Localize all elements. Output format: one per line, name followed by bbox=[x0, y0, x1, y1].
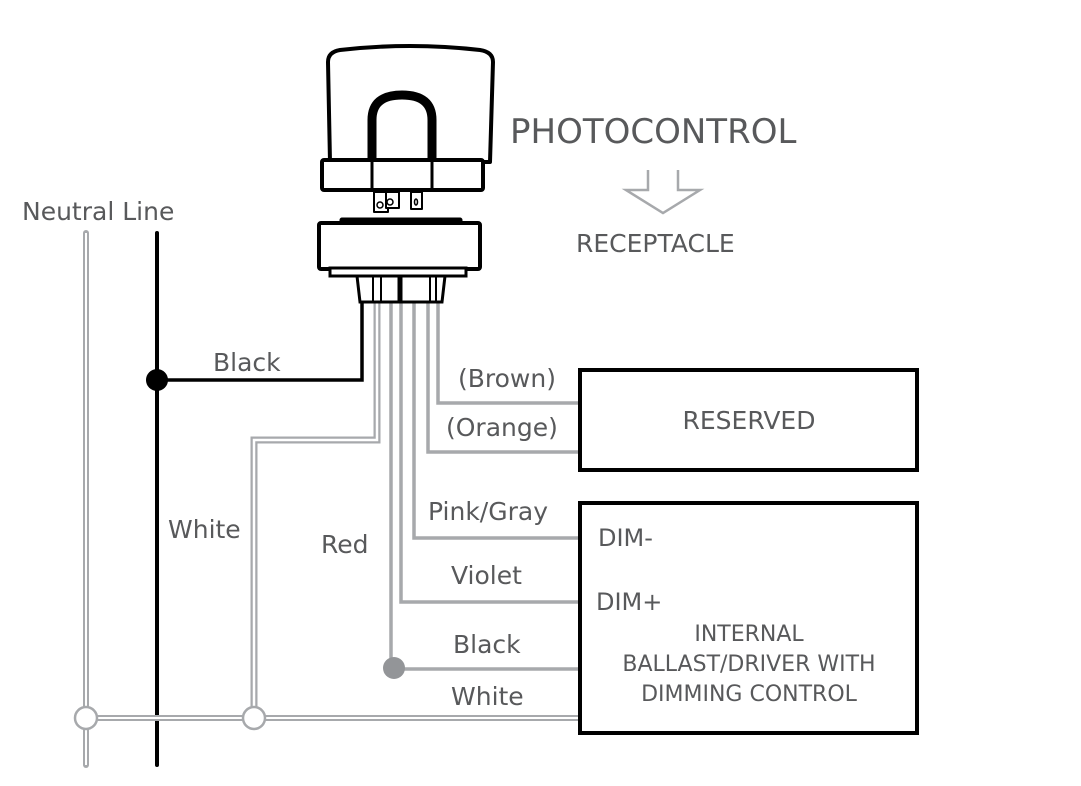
junction-dot-black bbox=[146, 369, 168, 391]
photocontrol-title: PHOTOCONTROL bbox=[510, 112, 796, 152]
violet-label: Violet bbox=[451, 561, 522, 590]
down-arrow-icon bbox=[621, 170, 705, 215]
reserved-box bbox=[578, 368, 919, 472]
violet-wire bbox=[399, 303, 580, 604]
driver-line2: BALLAST/DRIVER WITH bbox=[622, 652, 875, 677]
driver-line1: INTERNAL bbox=[694, 622, 804, 647]
junction-hollow-left bbox=[73, 705, 99, 731]
pink-gray-wire bbox=[412, 303, 580, 540]
receptacle-label: RECEPTACLE bbox=[576, 229, 735, 258]
brown-label: (Brown) bbox=[458, 364, 556, 393]
junction-hollow-right bbox=[241, 705, 267, 731]
orange-label: (Orange) bbox=[446, 413, 558, 442]
neutral-line-label: Neutral Line bbox=[22, 197, 174, 226]
white-wire bbox=[250, 303, 381, 718]
line-black-label: Black bbox=[213, 348, 281, 377]
white-label: White bbox=[168, 515, 241, 544]
dim-minus-label: DIM- bbox=[598, 524, 653, 552]
load-white-label: White bbox=[451, 682, 524, 711]
driver-line3: DIMMING CONTROL bbox=[641, 682, 858, 707]
driver-box bbox=[578, 501, 919, 735]
photocontrol-icon bbox=[320, 44, 495, 213]
pink-gray-label: Pink/Gray bbox=[428, 497, 548, 526]
brown-wire bbox=[436, 303, 580, 405]
orange-wire bbox=[426, 303, 580, 454]
load-black-label: Black bbox=[453, 630, 521, 659]
receptacle-icon bbox=[317, 217, 482, 304]
junction-dot-gray bbox=[383, 657, 405, 679]
dim-plus-label: DIM+ bbox=[596, 588, 662, 616]
reserved-label: RESERVED bbox=[683, 406, 816, 435]
red-label: Red bbox=[321, 530, 369, 559]
photocontrol-black-wire bbox=[157, 300, 364, 382]
